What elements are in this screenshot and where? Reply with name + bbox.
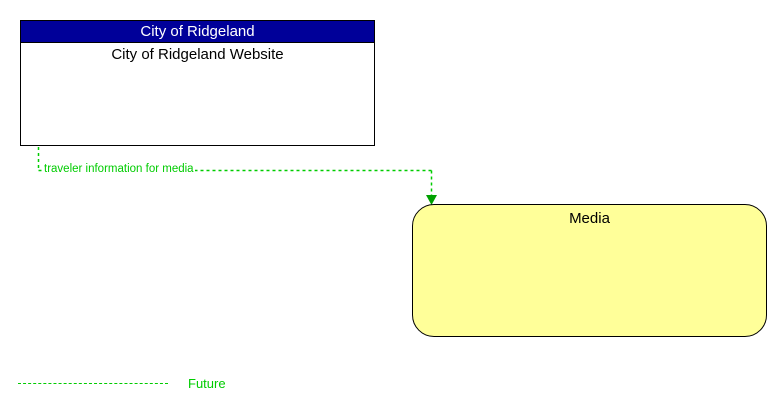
element-box-title-label: City of Ridgeland Website [111, 46, 284, 63]
legend: Future [18, 375, 278, 393]
element-box-header-label: City of Ridgeland [21, 21, 374, 43]
flow-arrowhead-icon [426, 195, 437, 205]
terminator-box-label: Media [569, 210, 610, 227]
legend-swatch-future-icon [18, 383, 168, 384]
flow-label-traveler-information-for-media[interactable]: traveler information for media [43, 162, 195, 176]
element-box-city-of-ridgeland[interactable]: City of Ridgeland City of Ridgeland Webs… [20, 20, 375, 146]
legend-label-future: Future [188, 376, 226, 391]
terminator-box-media[interactable]: Media [412, 204, 767, 337]
